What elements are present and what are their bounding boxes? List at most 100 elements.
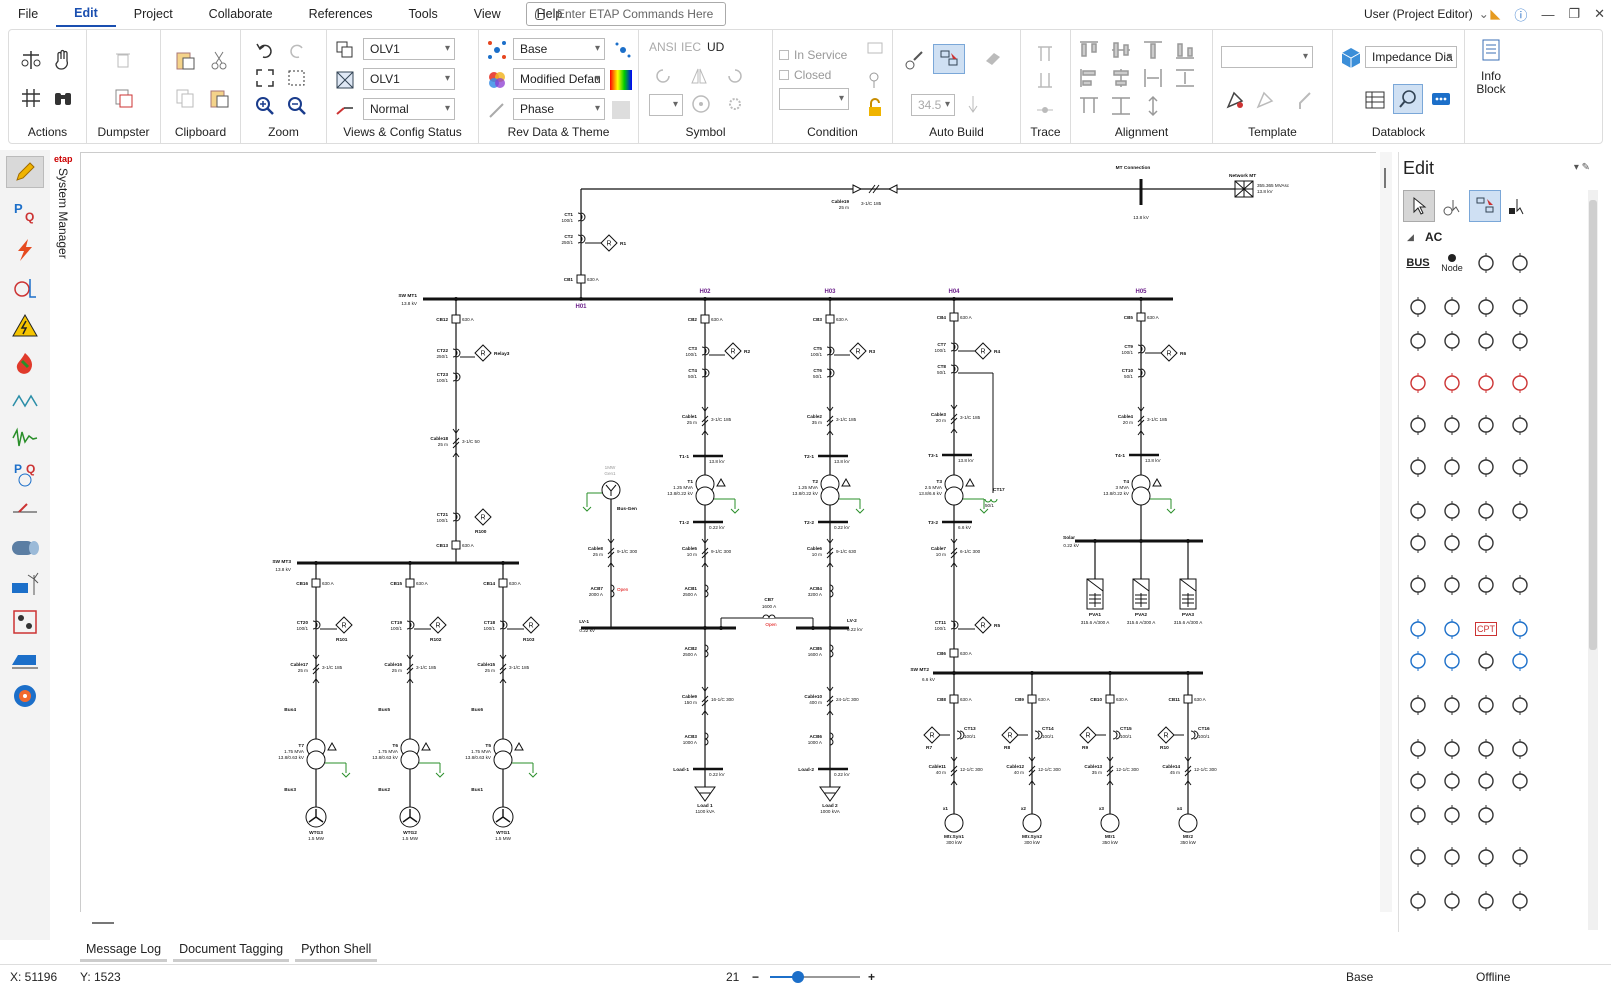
cable-19[interactable] <box>868 184 880 194</box>
table-icon[interactable] <box>1507 888 1533 914</box>
current-transformer[interactable] <box>580 212 586 222</box>
cube-icon[interactable] <box>1337 44 1365 72</box>
template-add-icon[interactable] <box>1221 86 1249 114</box>
system-manager-tab[interactable]: etap System Manager <box>52 152 74 272</box>
menu-file[interactable]: File <box>18 7 39 21</box>
turbine-blades[interactable] <box>308 809 324 823</box>
harmonic-filter-icon[interactable] <box>1473 530 1499 556</box>
eraser-icon[interactable] <box>979 44 1007 72</box>
phase-select[interactable]: Phase <box>513 98 605 120</box>
scale-icon[interactable] <box>17 46 45 74</box>
current-transformer-coil[interactable] <box>826 368 832 378</box>
wind-turbine-icon[interactable] <box>1473 454 1499 480</box>
cable-terminal[interactable] <box>1028 756 1036 786</box>
motor-start-icon[interactable] <box>6 272 44 304</box>
relay[interactable] <box>429 616 447 634</box>
in-service-checkbox[interactable]: In Service <box>779 48 847 62</box>
current-limiter-icon[interactable] <box>1473 328 1499 354</box>
current-transformer-coil[interactable] <box>950 364 956 374</box>
menu-tools[interactable]: Tools <box>408 7 438 21</box>
config-icon[interactable] <box>331 66 359 94</box>
zoom-in-icon[interactable] <box>251 92 279 120</box>
ground-icon[interactable] <box>1166 508 1176 514</box>
grid-icon[interactable] <box>17 84 45 112</box>
grounding-icon[interactable] <box>1439 328 1465 354</box>
restore-icon[interactable]: ❐ <box>1568 6 1581 21</box>
circuit-breaker[interactable] <box>1183 694 1193 704</box>
edit-panel-scrollbar[interactable] <box>1588 190 1598 930</box>
bus-node[interactable] <box>703 626 707 630</box>
current-transformer[interactable] <box>455 512 461 522</box>
mov-icon[interactable] <box>1507 498 1533 524</box>
auto-build-active-icon[interactable] <box>933 44 965 74</box>
air-circuit-breaker[interactable] <box>704 644 709 658</box>
datablock-table-icon[interactable] <box>1361 86 1389 114</box>
current-transformer-coil[interactable] <box>499 620 505 630</box>
current-transformer[interactable] <box>953 342 959 352</box>
pv-cells[interactable] <box>1132 578 1150 607</box>
ground-icon[interactable] <box>979 508 989 514</box>
ct17[interactable] <box>984 498 998 503</box>
motor[interactable] <box>1022 813 1042 833</box>
template-edit-icon[interactable] <box>1251 86 1279 114</box>
menu-edit[interactable]: Edit <box>56 1 116 27</box>
circuit-breaker[interactable] <box>576 274 586 284</box>
current-transformer[interactable] <box>1140 344 1146 354</box>
fuse-icon[interactable] <box>1473 250 1499 276</box>
distance-relay-icon[interactable] <box>1405 736 1431 762</box>
vfd-icon[interactable] <box>1405 616 1431 642</box>
controller-icon[interactable] <box>1473 802 1499 828</box>
align-top-icon[interactable] <box>1075 36 1103 64</box>
paste-special-icon[interactable] <box>205 84 233 112</box>
select-pointer-icon[interactable] <box>1403 190 1435 222</box>
dumpster-icon[interactable] <box>109 46 137 74</box>
current-transformer-coil[interactable] <box>312 620 318 630</box>
theme-palette-icon[interactable] <box>483 66 511 94</box>
olv-view-select[interactable]: OLV1 <box>363 38 455 60</box>
align-middle-icon[interactable] <box>1107 36 1135 64</box>
overload-heater-icon[interactable] <box>1473 692 1499 718</box>
cable-terminal[interactable] <box>950 538 958 568</box>
trace-up-icon[interactable] <box>1031 38 1059 66</box>
relay[interactable] <box>974 342 992 360</box>
steering-icon[interactable] <box>687 90 715 118</box>
static-load[interactable] <box>694 786 716 802</box>
menu-collaborate[interactable]: Collaborate <box>208 7 273 21</box>
circuit-breaker[interactable] <box>949 648 959 658</box>
symbol-ud[interactable]: UD <box>707 40 725 54</box>
relay[interactable] <box>724 342 742 360</box>
undo-icon[interactable] <box>251 36 279 64</box>
trace-down-icon[interactable] <box>1031 68 1059 96</box>
zoom-plus-button[interactable]: + <box>868 970 876 984</box>
cable-terminal[interactable] <box>826 538 834 568</box>
relay[interactable] <box>1079 726 1097 744</box>
current-transformer-coil[interactable] <box>950 342 956 352</box>
template-undo-icon[interactable] <box>1289 86 1317 114</box>
current-transformer-coil[interactable] <box>452 372 458 382</box>
renewable-icon[interactable] <box>6 568 44 600</box>
circuit-breaker[interactable] <box>498 578 508 588</box>
fire-icon[interactable] <box>6 348 44 380</box>
cable[interactable] <box>1106 765 1114 777</box>
stepper-icon[interactable] <box>959 90 987 118</box>
command-input[interactable]: Enter ETAP Commands Here <box>526 2 726 26</box>
symbol-iec[interactable]: IEC <box>681 40 702 54</box>
edit-mode-pencil-icon[interactable] <box>6 156 44 188</box>
delta-symbol[interactable] <box>514 741 524 751</box>
symbol-size-select[interactable] <box>649 94 683 116</box>
relay[interactable] <box>474 508 492 526</box>
binoculars-icon[interactable] <box>49 84 77 112</box>
revision-data-select[interactable]: Base <box>513 38 605 60</box>
current-transformer-coil[interactable] <box>950 620 956 630</box>
ground-icon[interactable] <box>341 772 351 778</box>
motor[interactable] <box>1100 813 1120 833</box>
relay[interactable] <box>1157 726 1175 744</box>
cpt-icon[interactable]: CPT <box>1473 616 1499 642</box>
bus-node[interactable] <box>719 626 723 630</box>
distribute-vertical-icon[interactable] <box>1171 64 1199 92</box>
battery-icon[interactable] <box>1405 572 1431 598</box>
air-circuit-breaker[interactable] <box>829 644 834 658</box>
current-transformer-coil[interactable] <box>1137 344 1143 354</box>
current-transformer[interactable] <box>1193 730 1199 740</box>
delta-symbol[interactable] <box>841 477 851 487</box>
